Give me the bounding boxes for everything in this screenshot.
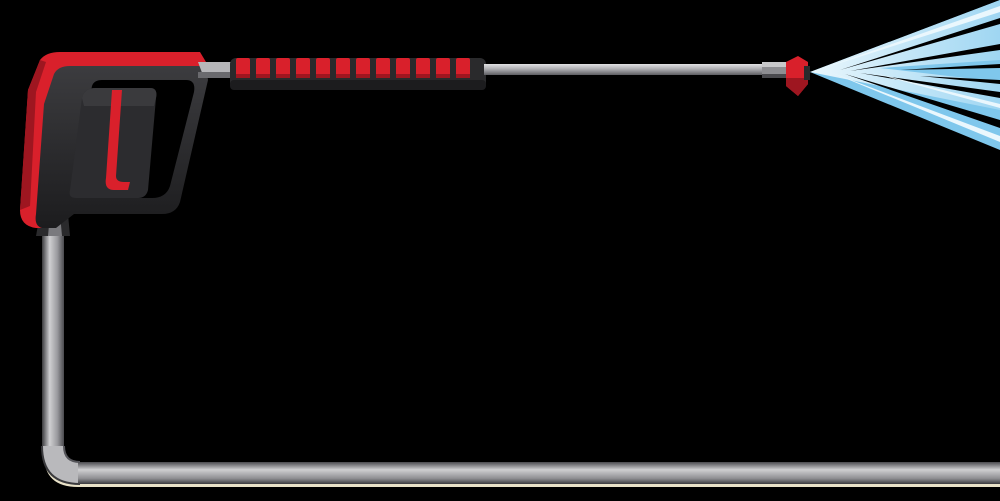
- spray-highlights: [812, 6, 1000, 142]
- spray-streaks: [840, 18, 1000, 128]
- gun-body: [20, 52, 236, 228]
- lance-grip: [230, 58, 486, 90]
- trigger: [105, 90, 130, 190]
- hose: [36, 214, 1000, 487]
- hose-bend: [42, 446, 80, 484]
- nozzle: [786, 56, 810, 96]
- spray-fan-mid: [810, 0, 1000, 110]
- water-spray: [810, 0, 1000, 150]
- hose-vertical: [42, 228, 64, 448]
- hose-horizontal: [78, 462, 1000, 484]
- grip-ribs: [236, 58, 470, 78]
- hose-shadow: [44, 230, 1000, 487]
- lance-rod: [484, 64, 766, 75]
